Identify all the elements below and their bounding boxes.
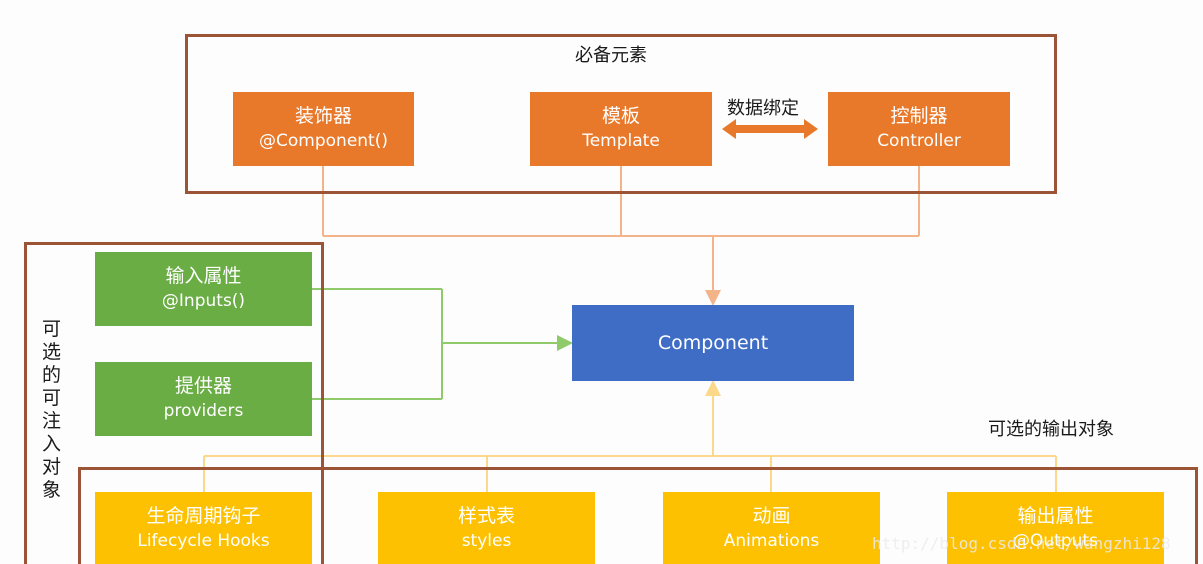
lifecycle-subtitle: Lifecycle Hooks [137, 531, 270, 551]
outputs-title: 可选的输出对象 [988, 419, 1114, 440]
required-connector [322, 166, 920, 306]
animations-subtitle: Animations [723, 531, 820, 551]
providers-title: 提供器 [174, 375, 232, 397]
component-box: Component [572, 305, 854, 381]
styles-title: 样式表 [457, 505, 515, 527]
injectables-connector [312, 288, 573, 400]
template-box: 模板 Template [530, 92, 712, 166]
required-elements-title: 必备元素 [575, 45, 647, 66]
template-subtitle: Template [582, 131, 660, 151]
injectables-frame [24, 242, 324, 564]
required-elements-frame [185, 34, 1057, 194]
component-title: Component [657, 331, 769, 354]
controller-title: 控制器 [890, 105, 948, 127]
inputs-title: 输入属性 [165, 265, 242, 287]
decorator-title: 装饰器 [294, 105, 352, 127]
outputs-connector [203, 380, 1057, 492]
controller-box: 控制器 Controller [828, 92, 1010, 166]
inputs-subtitle: @Inputs() [161, 291, 246, 311]
output-props-box: 输出属性 @Outputs [947, 492, 1164, 564]
output-props-title: 输出属性 [1017, 505, 1094, 527]
data-binding-arrow [722, 119, 818, 139]
decorator-box: 装饰器 @Component() [233, 92, 414, 166]
controller-subtitle: Controller [877, 131, 961, 151]
output-props-subtitle: @Outputs [1013, 531, 1098, 551]
styles-subtitle: styles [461, 531, 512, 551]
styles-box: 样式表 styles [378, 492, 595, 564]
lifecycle-hooks-box: 生命周期钩子 Lifecycle Hooks [95, 492, 312, 564]
lifecycle-title: 生命周期钩子 [146, 505, 261, 527]
providers-box: 提供器 providers [95, 362, 312, 436]
providers-subtitle: providers [163, 401, 244, 421]
decorator-subtitle: @Component() [259, 131, 388, 151]
outputs-frame [78, 467, 1198, 564]
animations-title: 动画 [752, 505, 791, 527]
data-binding-label: 数据绑定 [727, 98, 799, 119]
template-title: 模板 [601, 105, 640, 127]
animations-box: 动画 Animations [663, 492, 880, 564]
inputs-box: 输入属性 @Inputs() [95, 252, 312, 326]
injectables-title: 可选的可注入对象 [42, 318, 62, 501]
watermark: http://blog.csdn.net/wangzhi128 [872, 534, 1171, 553]
